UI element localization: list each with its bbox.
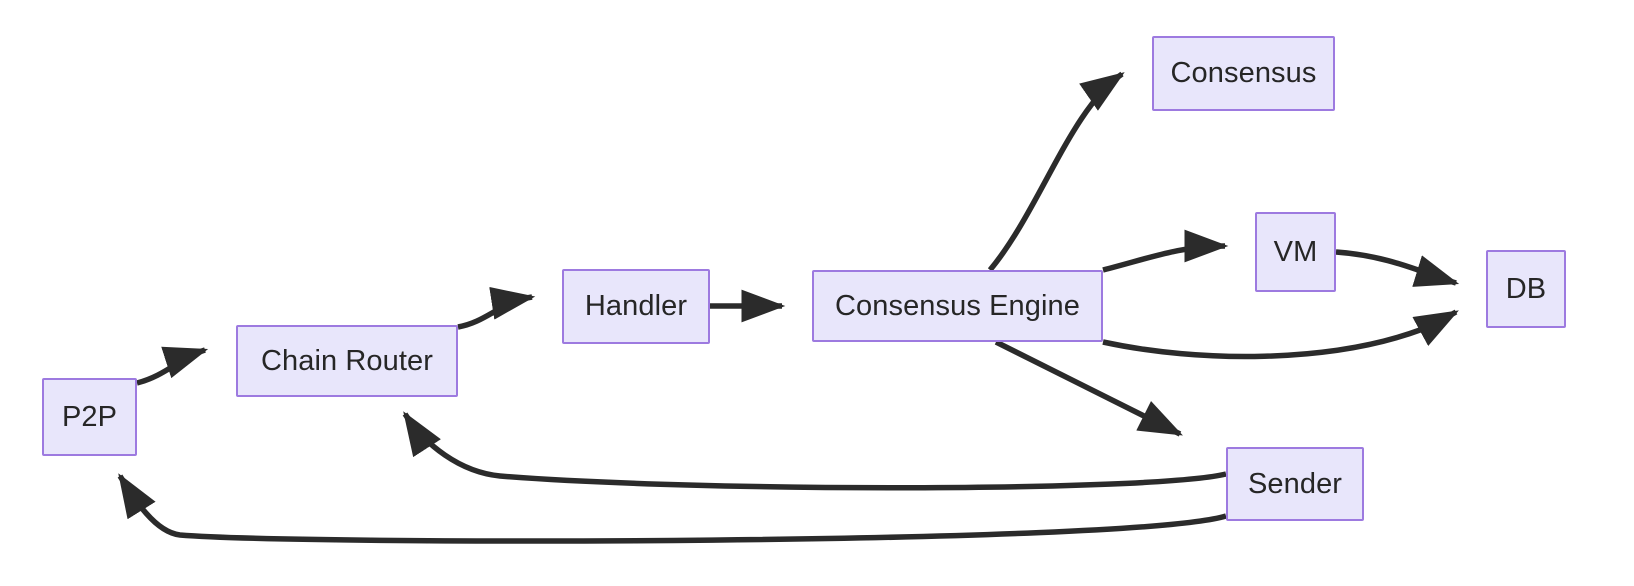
edge-sender-to-chain-router [402, 411, 1227, 491]
edge-vm-to-db [1335, 249, 1460, 287]
edge-sender-to-p2p [117, 473, 1227, 544]
node-consensus-label: Consensus [1170, 57, 1317, 89]
edge-consensus-engine-to-consensus [987, 71, 1125, 272]
node-vm[interactable]: VM [1255, 212, 1336, 292]
node-sender-label: Sender [1247, 467, 1343, 500]
node-db-label: DB [1505, 272, 1547, 305]
node-p2p-label: P2P [61, 400, 118, 433]
edge-consensus-engine-to-vm [1102, 229, 1229, 273]
node-consensus-engine[interactable]: Consensus Engine [812, 270, 1103, 342]
node-handler[interactable]: Handler [562, 269, 710, 344]
node-db[interactable]: DB [1486, 250, 1566, 328]
node-p2p[interactable]: P2P [42, 378, 137, 456]
node-chain-router-label: Chain Router [260, 344, 434, 377]
edge-consensus-engine-to-db [1102, 309, 1459, 360]
node-chain-router[interactable]: Chain Router [236, 325, 458, 397]
node-consensus[interactable]: Consensus [1152, 36, 1335, 111]
edge-consensus-engine-to-sender [994, 339, 1183, 437]
node-vm-label: VM [1273, 235, 1318, 268]
edge-p2p-to-chain-router [136, 346, 209, 386]
node-consensus-engine-label: Consensus Engine [834, 289, 1081, 322]
node-handler-label: Handler [584, 290, 688, 322]
edge-chain-router-to-handler [457, 287, 536, 330]
node-sender[interactable]: Sender [1226, 447, 1364, 521]
